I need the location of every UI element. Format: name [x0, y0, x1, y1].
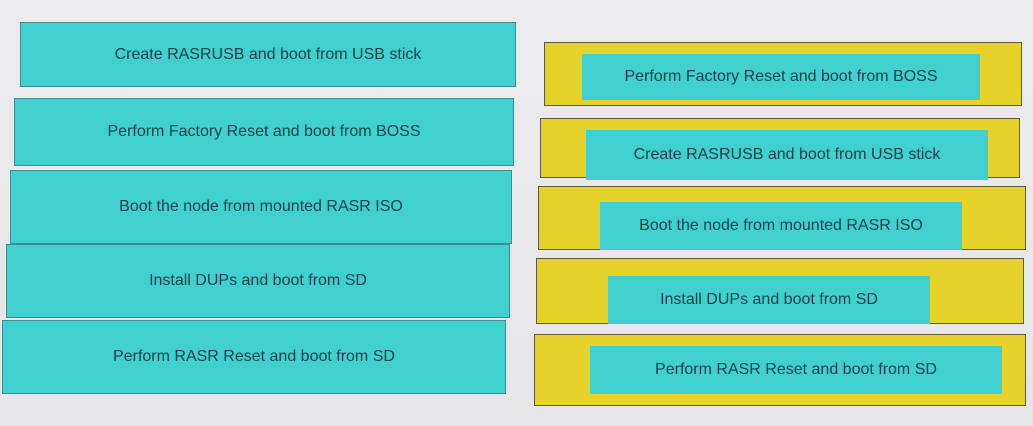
placed-item-create-rasrusb[interactable]: Create RASRUSB and boot from USB stick [586, 130, 988, 180]
placed-item-label: Perform Factory Reset and boot from BOSS [624, 68, 938, 85]
source-item-boot-rasr-iso[interactable]: Boot the node from mounted RASR ISO [10, 170, 512, 244]
placed-item-boot-rasr-iso[interactable]: Boot the node from mounted RASR ISO [600, 202, 962, 250]
placed-item-factory-reset[interactable]: Perform Factory Reset and boot from BOSS [582, 54, 980, 100]
source-item-label: Install DUPs and boot from SD [149, 272, 367, 289]
placed-item-rasr-reset[interactable]: Perform RASR Reset and boot from SD [590, 346, 1002, 394]
placed-item-install-dups[interactable]: Install DUPs and boot from SD [608, 276, 930, 324]
source-item-label: Perform RASR Reset and boot from SD [113, 348, 395, 365]
answer-slots-list: Perform Factory Reset and boot from BOSS… [530, 0, 1033, 426]
source-item-label: Create RASRUSB and boot from USB stick [114, 45, 422, 63]
source-item-label: Perform Factory Reset and boot from BOSS [107, 123, 421, 140]
source-item-install-dups[interactable]: Install DUPs and boot from SD [6, 244, 510, 318]
source-item-label: Boot the node from mounted RASR ISO [119, 198, 403, 215]
placed-item-label: Perform RASR Reset and boot from SD [655, 361, 937, 378]
placed-item-label: Install DUPs and boot from SD [660, 291, 878, 308]
source-options-list: Create RASRUSB and boot from USB stick P… [2, 22, 516, 394]
placed-item-label: Create RASRUSB and boot from USB stick [633, 146, 941, 163]
source-item-rasr-reset[interactable]: Perform RASR Reset and boot from SD [2, 320, 506, 394]
placed-item-label: Boot the node from mounted RASR ISO [639, 217, 923, 234]
source-item-factory-reset[interactable]: Perform Factory Reset and boot from BOSS [14, 98, 514, 166]
source-item-create-rasrusb[interactable]: Create RASRUSB and boot from USB stick [20, 22, 516, 87]
